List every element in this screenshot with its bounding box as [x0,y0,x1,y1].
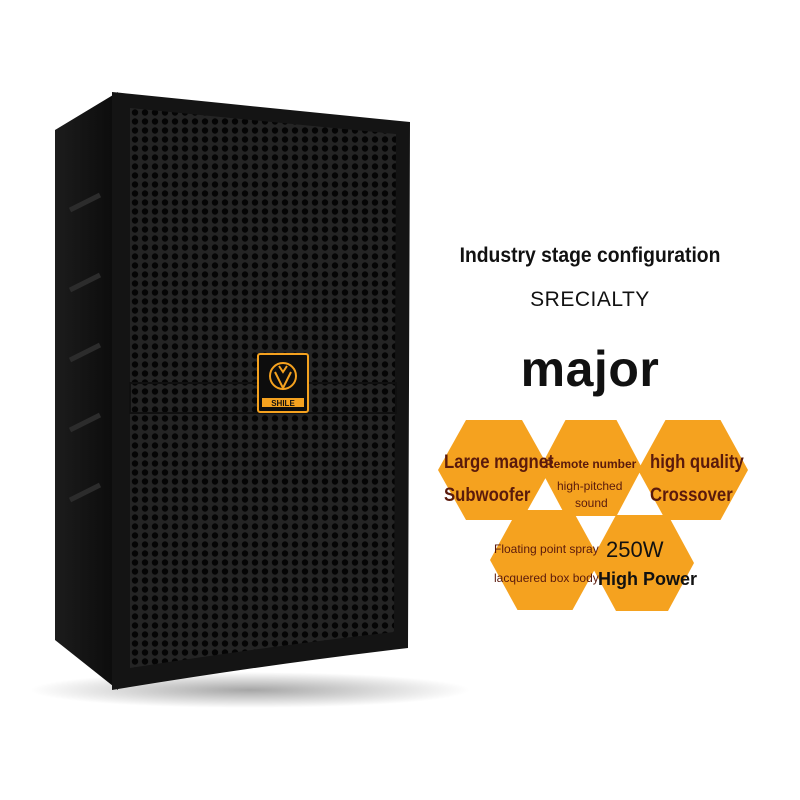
feature-3-line1: high quality [650,452,744,473]
feature-1-line2: Subwoofer [444,485,531,506]
svg-text:SHILE: SHILE [271,399,295,408]
feature-hex [540,420,642,516]
cabinet-side [55,92,118,690]
feature-2-line3: sound [575,496,608,510]
lion-head-logo: SHILE [257,353,309,413]
feature-4-line1: Floating point spray [494,542,599,556]
feature-2-line2: high-pitched [557,479,623,493]
tagline: major [520,341,660,397]
side-brand-emboss [68,192,102,503]
feature-5-line1: 250W [606,537,664,562]
feature-1-line1: Large magnet [444,452,554,473]
feature-5-line2: High Power [598,569,698,589]
feature-3-line2: Crossover [650,485,733,506]
headline: Industry stage configuration [459,244,721,267]
subheadline: SRECIALTY [530,288,650,311]
feature-2-line1: Remote number [545,457,637,471]
feature-4-line2: lacquered box body [494,571,599,585]
